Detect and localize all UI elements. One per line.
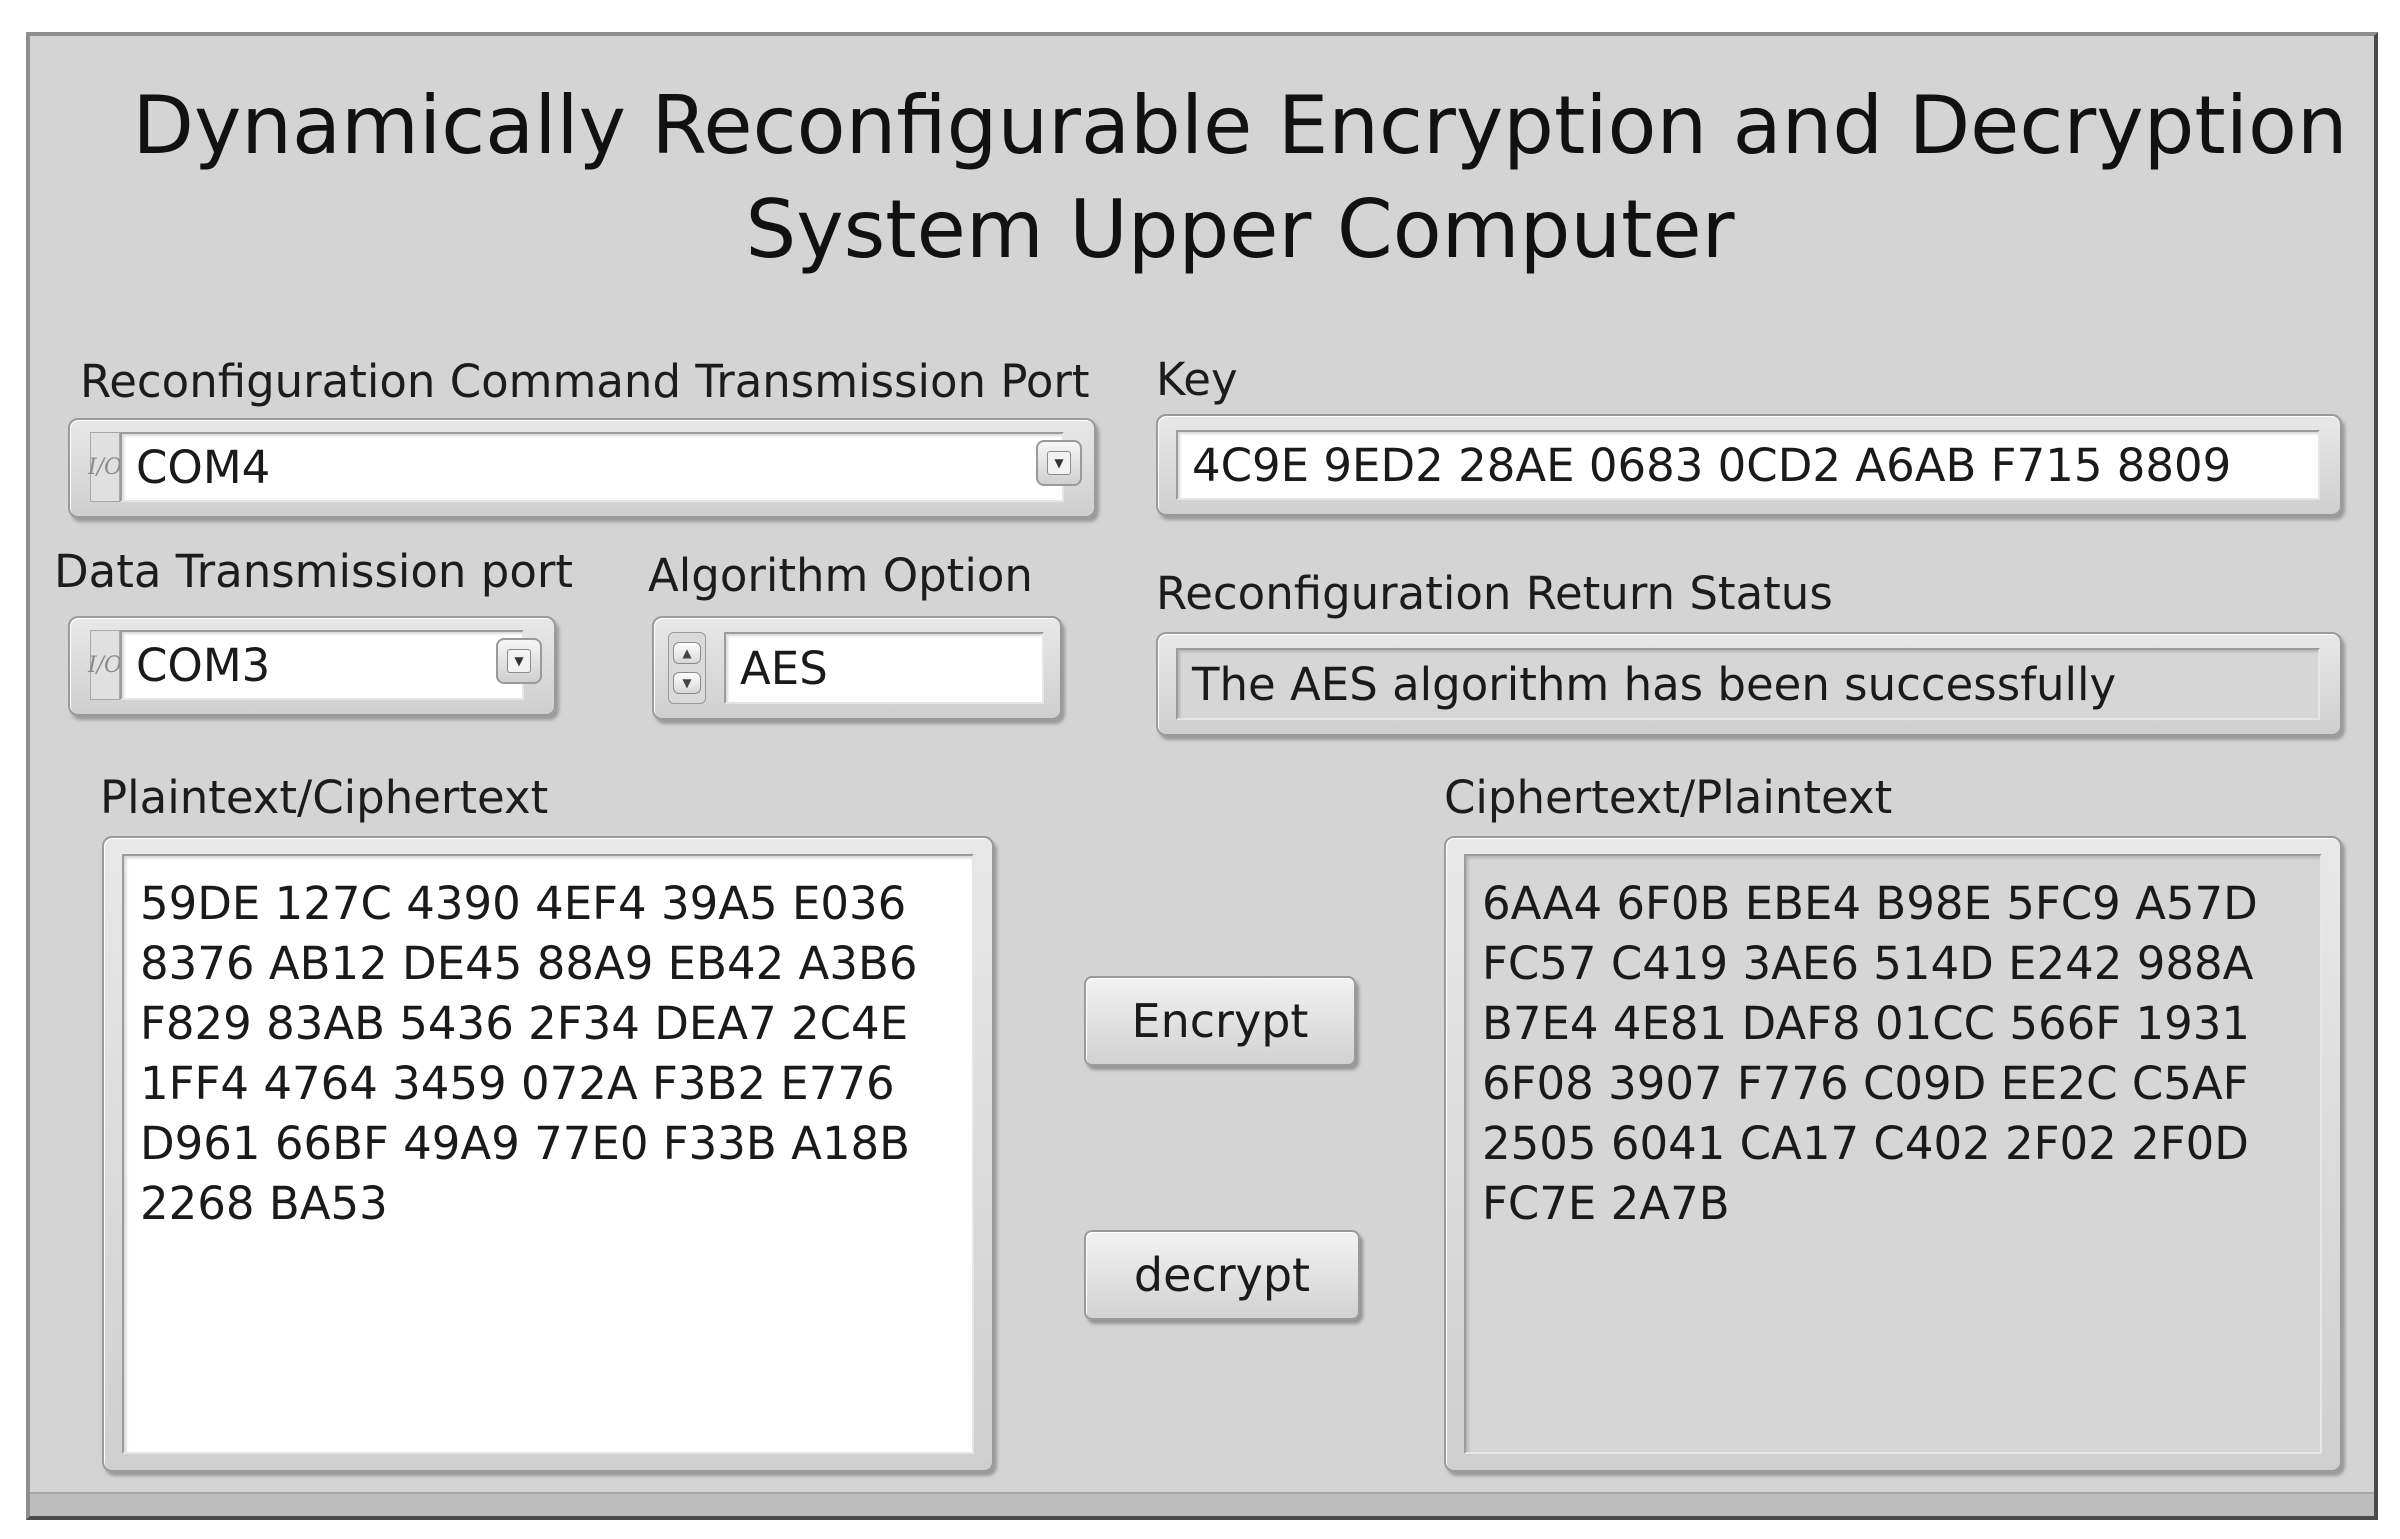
algorithm-control: ▲ ▼ AES — [652, 616, 1062, 720]
output-text-control: 6AA4 6F0B EBE4 B98E 5FC9 A57D FC57 C419 … — [1444, 836, 2342, 1472]
io-port-icon: I/O — [88, 630, 122, 700]
io-port-icon: I/O — [88, 432, 122, 502]
text-line: 2505 6041 CA17 C402 2F02 2F0D — [1482, 1117, 2249, 1170]
output-text-label: Ciphertext/Plaintext — [1444, 771, 1893, 824]
input-text-label: Plaintext/Ciphertext — [100, 771, 549, 824]
chevron-down-icon: ▼ — [1054, 456, 1064, 470]
arrow-up-icon: ▲ — [682, 645, 692, 660]
text-line: FC57 C419 3AE6 514D E242 988A — [1482, 937, 2254, 990]
reconfig-port-dropdown-button[interactable]: ▼ — [1036, 440, 1082, 486]
ciphertext-output: 6AA4 6F0B EBE4 B98E 5FC9 A57D FC57 C419 … — [1464, 854, 2322, 1454]
text-line: 1FF4 4764 3459 072A F3B2 E776 — [140, 1057, 895, 1110]
key-input[interactable]: 4C9E 9ED2 28AE 0683 0CD2 A6AB F715 8809 — [1176, 430, 2320, 500]
reconfig-port-label: Reconfiguration Command Transmission Por… — [80, 355, 1090, 408]
text-line: FC7E 2A7B — [1482, 1177, 1730, 1230]
status-indicator: The AES algorithm has been successfully — [1176, 648, 2320, 720]
spin-down-button[interactable]: ▼ — [673, 672, 701, 695]
text-line: B7E4 4E81 DAF8 01CC 566F 1931 — [1482, 997, 2250, 1050]
algorithm-label: Algorithm Option — [648, 549, 1033, 602]
text-line: 59DE 127C 4390 4EF4 39A5 E036 — [140, 877, 907, 930]
data-port-label: Data Transmission port — [54, 545, 573, 598]
page-title-line1: Dynamically Reconfigurable Encryption an… — [132, 79, 2348, 172]
page-title-line2: System Upper Computer — [745, 183, 1735, 276]
key-control: 4C9E 9ED2 28AE 0683 0CD2 A6AB F715 8809 — [1156, 414, 2342, 516]
data-port-select[interactable]: COM3 — [120, 630, 524, 700]
encrypt-button[interactable]: Encrypt — [1084, 976, 1356, 1066]
status-control: The AES algorithm has been successfully — [1156, 632, 2342, 736]
window-bottom-bar — [30, 1492, 2374, 1516]
key-label: Key — [1156, 353, 1238, 406]
input-text-control: 59DE 127C 4390 4EF4 39A5 E036 8376 AB12 … — [102, 836, 994, 1472]
arrow-down-icon: ▼ — [682, 676, 692, 691]
text-line: 8376 AB12 DE45 88A9 EB42 A3B6 — [140, 937, 918, 990]
reconfig-port-select[interactable]: COM4 — [120, 432, 1064, 502]
text-line: 6F08 3907 F776 C09D EE2C C5AF — [1482, 1057, 2249, 1110]
reconfig-port-control: I/O COM4 ▼ — [68, 418, 1096, 518]
text-line: D961 66BF 49A9 77E0 F33B A18B — [140, 1117, 911, 1170]
data-port-dropdown-button[interactable]: ▼ — [496, 638, 542, 684]
text-line: 2268 BA53 — [140, 1177, 388, 1230]
spin-up-button[interactable]: ▲ — [673, 641, 701, 664]
algorithm-value[interactable]: AES — [724, 632, 1044, 704]
decrypt-button[interactable]: decrypt — [1084, 1230, 1360, 1320]
chevron-down-icon: ▼ — [514, 654, 524, 668]
status-label: Reconfiguration Return Status — [1156, 567, 1833, 620]
algorithm-spinner: ▲ ▼ — [668, 632, 706, 704]
plaintext-input[interactable]: 59DE 127C 4390 4EF4 39A5 E036 8376 AB12 … — [122, 854, 974, 1454]
app-window: Dynamically Reconfigurable Encryption an… — [26, 32, 2378, 1520]
text-line: 6AA4 6F0B EBE4 B98E 5FC9 A57D — [1482, 877, 2258, 930]
text-line: F829 83AB 5436 2F34 DEA7 2C4E — [140, 997, 909, 1050]
data-port-control: I/O COM3 ▼ — [68, 616, 556, 716]
